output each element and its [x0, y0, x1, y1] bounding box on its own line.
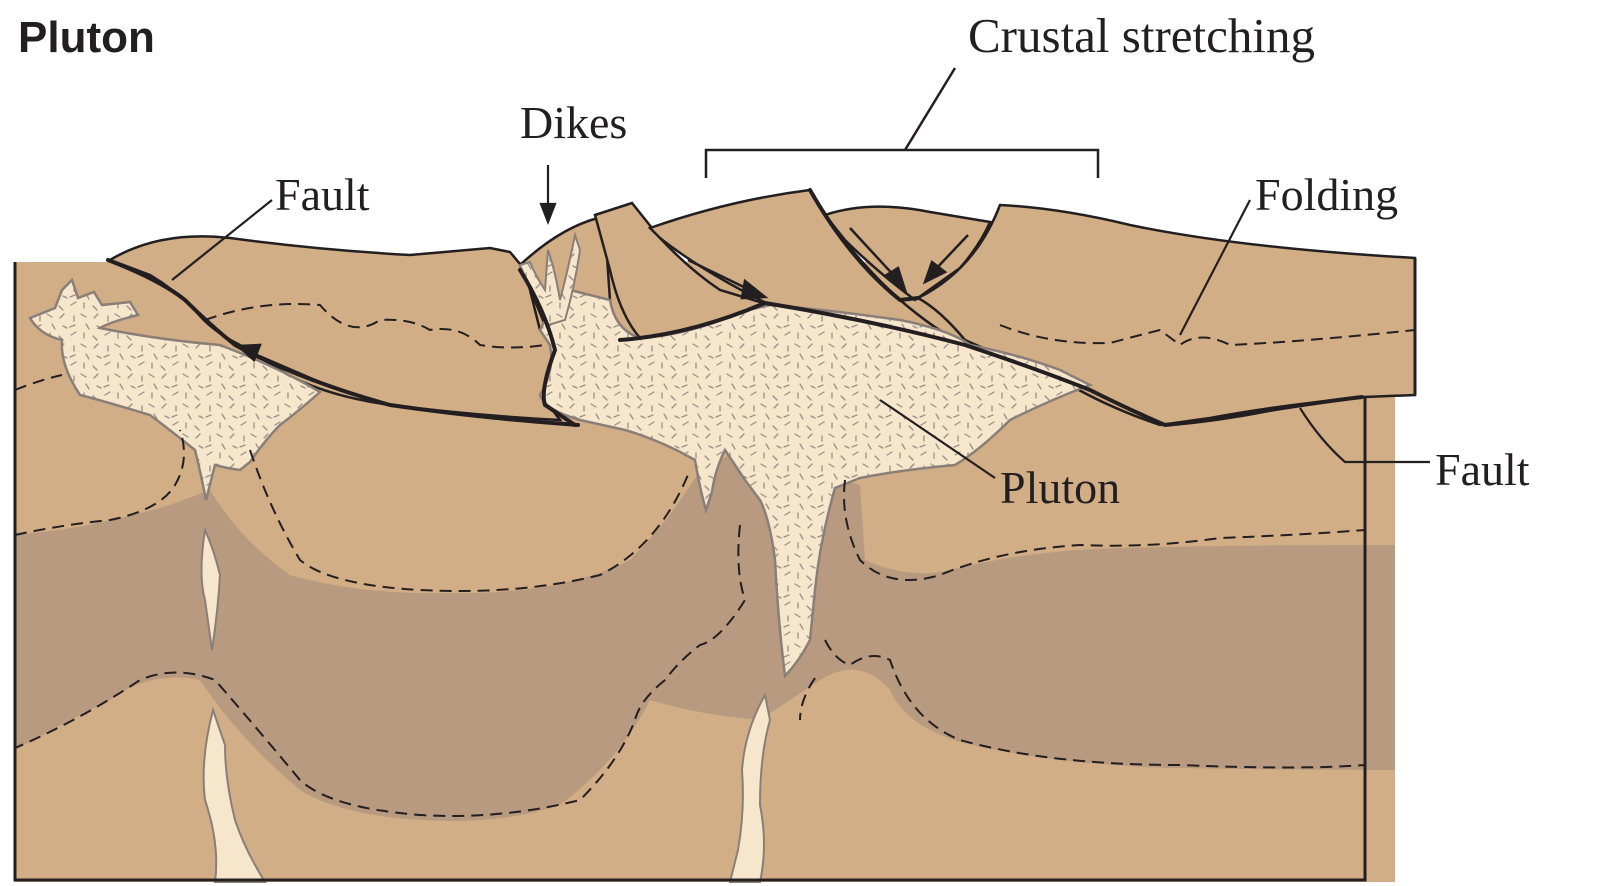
label-pluton: Pluton: [1000, 462, 1120, 513]
crustal-stretching-bracket: [706, 68, 1098, 178]
label-dikes: Dikes: [520, 97, 627, 148]
label-fault-right: Fault: [1435, 444, 1530, 495]
label-crustal-stretching: Crustal stretching: [968, 8, 1315, 63]
label-folding: Folding: [1255, 169, 1398, 220]
label-fault-left: Fault: [275, 169, 370, 220]
dikes-arrow: [541, 165, 555, 222]
page-title: Pluton: [18, 13, 155, 62]
